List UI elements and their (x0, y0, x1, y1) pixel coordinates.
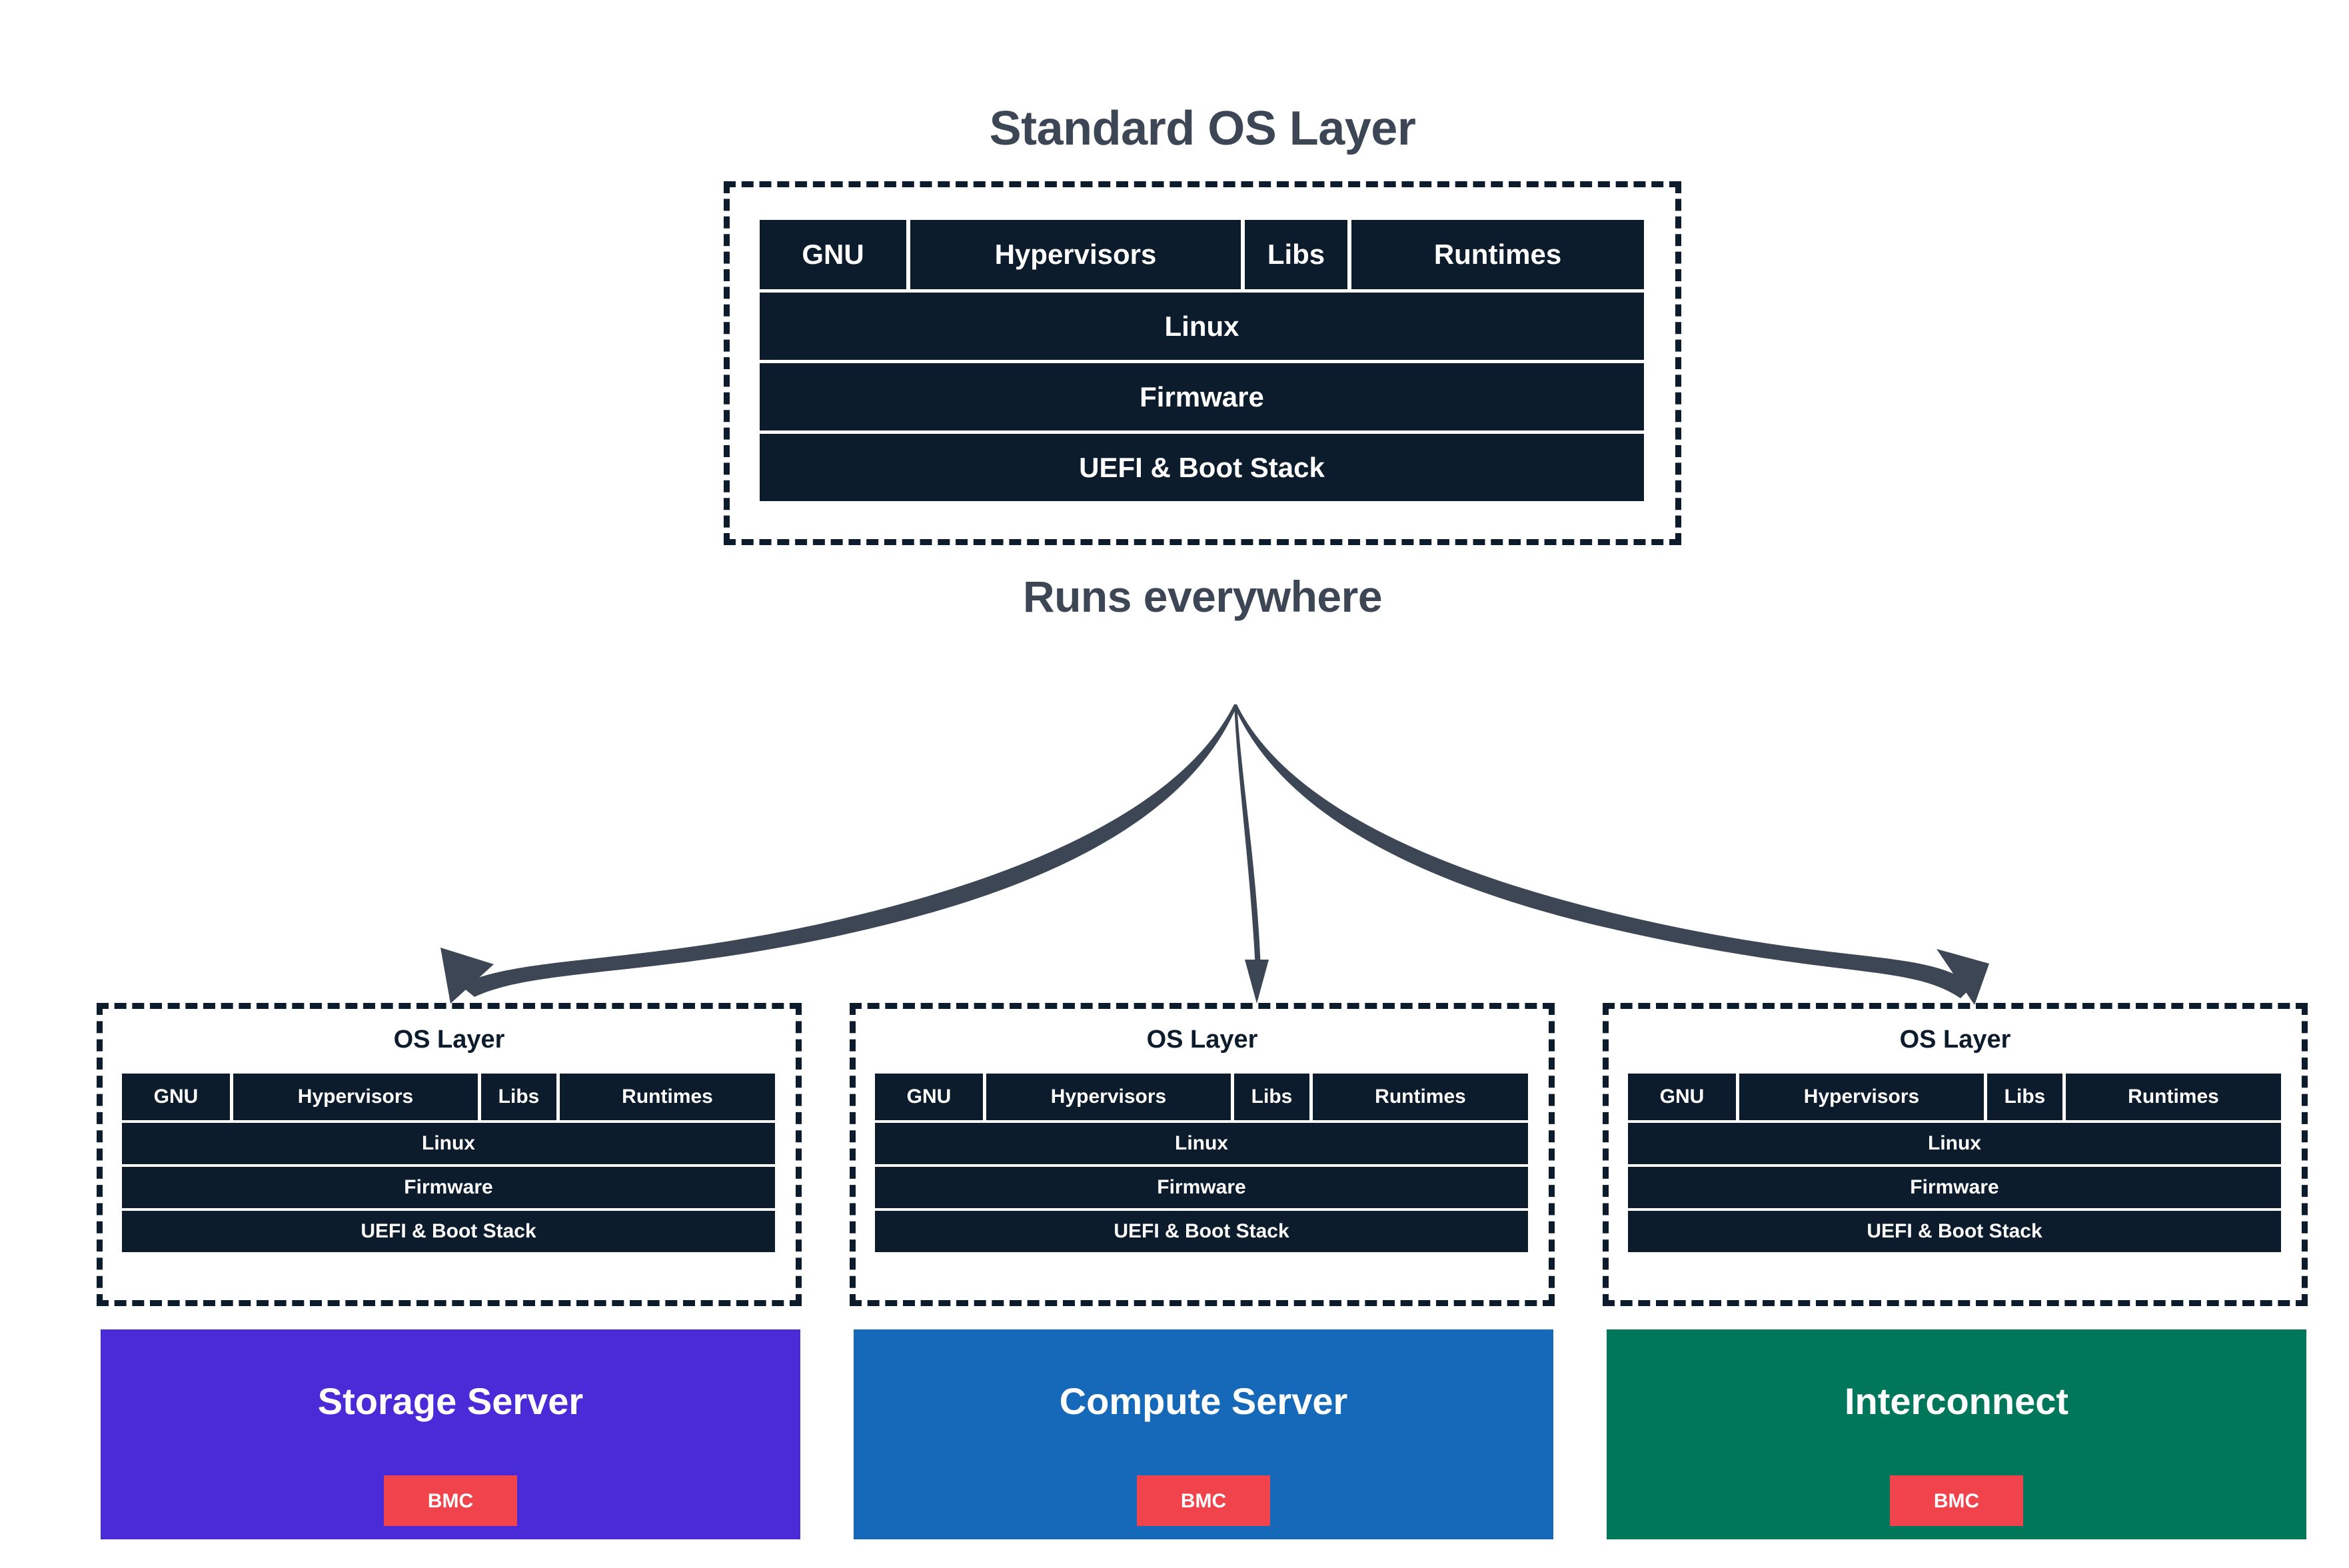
block-uefi-boot-stack: UEFI & Boot Stack (122, 1211, 775, 1252)
interconnect-os-layer-boundary (1603, 1003, 2308, 1306)
standard-os-layer-stack: GNU Hypervisors Libs Runtimes Linux Firm… (760, 220, 1644, 501)
block-uefi-boot-stack: UEFI & Boot Stack (760, 434, 1644, 501)
storage-os-layer-boundary (97, 1003, 802, 1306)
userspace-segment-row: GNU Hypervisors Libs Runtimes (875, 1074, 1528, 1120)
block-firmware: Firmware (122, 1167, 775, 1208)
block-linux: Linux (760, 293, 1644, 360)
platform-interconnect: Interconnect BMC (1607, 1329, 2306, 1539)
block-firmware: Firmware (1628, 1167, 2281, 1208)
block-hypervisors: Hypervisors (910, 220, 1241, 289)
arrow-to-interconnect (1234, 704, 1974, 998)
arrowhead-storage (440, 948, 494, 1004)
compute-os-layer-boundary (850, 1003, 1555, 1306)
page-title: Standard OS Layer (989, 102, 1416, 155)
block-libs: Libs (1234, 1074, 1309, 1120)
userspace-segment-row: GNU Hypervisors Libs Runtimes (1628, 1074, 2281, 1120)
block-gnu: GNU (122, 1074, 230, 1120)
arrow-to-storage (460, 704, 1237, 997)
block-libs: Libs (1245, 220, 1347, 289)
interconnect-os-layer-stack: GNU Hypervisors Libs Runtimes Linux Firm… (1628, 1074, 2281, 1252)
block-gnu: GNU (1628, 1074, 1736, 1120)
storage-bmc-badge: BMC (384, 1475, 517, 1526)
block-hypervisors: Hypervisors (1739, 1074, 1984, 1120)
block-linux: Linux (875, 1123, 1528, 1164)
block-hypervisors: Hypervisors (233, 1074, 478, 1120)
block-gnu: GNU (760, 220, 906, 289)
block-runtimes: Runtimes (2066, 1074, 2281, 1120)
block-libs: Libs (481, 1074, 556, 1120)
platform-storage-server: Storage Server BMC (101, 1329, 800, 1539)
block-runtimes: Runtimes (1313, 1074, 1528, 1120)
storage-os-layer-label: OS Layer (393, 1026, 505, 1054)
storage-os-layer-stack: GNU Hypervisors Libs Runtimes Linux Firm… (122, 1074, 775, 1252)
standard-os-layer-boundary (724, 181, 1681, 545)
block-gnu: GNU (875, 1074, 983, 1120)
userspace-segment-row: GNU Hypervisors Libs Runtimes (760, 220, 1644, 289)
block-uefi-boot-stack: UEFI & Boot Stack (875, 1211, 1528, 1252)
block-uefi-boot-stack: UEFI & Boot Stack (1628, 1211, 2281, 1252)
arrowhead-compute (1245, 960, 1269, 1004)
interconnect-title: Interconnect (1844, 1380, 2069, 1422)
compute-os-layer-stack: GNU Hypervisors Libs Runtimes Linux Firm… (875, 1074, 1528, 1252)
storage-server-title: Storage Server (317, 1380, 584, 1422)
block-runtimes: Runtimes (1351, 220, 1644, 289)
block-libs: Libs (1987, 1074, 2062, 1120)
runs-everywhere-label: Runs everywhere (1022, 572, 1383, 621)
interconnect-os-layer-label: OS Layer (1899, 1026, 2011, 1054)
arrowhead-interconnect (1937, 949, 1989, 1005)
block-linux: Linux (122, 1123, 775, 1164)
block-firmware: Firmware (875, 1167, 1528, 1208)
arrow-to-compute (1234, 704, 1261, 970)
compute-os-layer-label: OS Layer (1146, 1026, 1258, 1054)
block-hypervisors: Hypervisors (986, 1074, 1231, 1120)
block-runtimes: Runtimes (560, 1074, 775, 1120)
platform-compute-server: Compute Server BMC (854, 1329, 1553, 1539)
block-linux: Linux (1628, 1123, 2281, 1164)
block-firmware: Firmware (760, 363, 1644, 430)
compute-server-title: Compute Server (1059, 1380, 1348, 1422)
userspace-segment-row: GNU Hypervisors Libs Runtimes (122, 1074, 775, 1120)
interconnect-bmc-badge: BMC (1890, 1475, 2023, 1526)
compute-bmc-badge: BMC (1137, 1475, 1270, 1526)
